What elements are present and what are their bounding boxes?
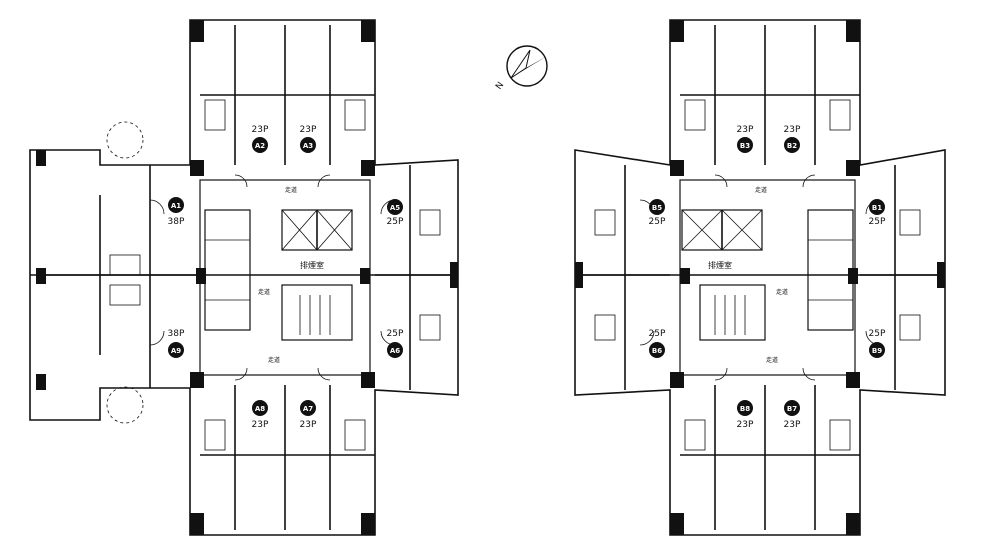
building-a-lobby-label: 排煙室: [300, 260, 324, 270]
unit-badge: [168, 197, 184, 213]
unit-id: A5: [390, 204, 400, 212]
unit-id: A3: [303, 142, 313, 150]
unit-a5: A5 25P: [387, 199, 404, 227]
unit-badge: [869, 199, 885, 215]
unit-b7: B8 23P: [737, 400, 754, 430]
unit-badge: [252, 137, 268, 153]
unit-badge: [869, 342, 885, 358]
unit-size: 25P: [649, 329, 666, 339]
unit-a9: 38P A9: [168, 329, 185, 358]
unit-a1: A1 38P: [168, 197, 185, 227]
unit-size: 23P: [252, 420, 269, 430]
unit-a7: A7 23P: [300, 400, 317, 430]
unit-badge: [252, 400, 268, 416]
building-a-columns: [36, 20, 458, 535]
unit-size: 25P: [869, 329, 886, 339]
unit-badge: [649, 199, 665, 215]
unit-b6: 25P B6: [649, 329, 666, 358]
unit-id: B1: [872, 204, 882, 212]
building-b-lobby-label: 排煙室: [708, 260, 732, 270]
unit-id: A1: [171, 202, 181, 210]
unit-size: 38P: [168, 217, 185, 227]
unit-a3: 23P A3: [300, 125, 317, 153]
building-a-unit-labels: 23P A2 23P A3 A1 38P A5 25P 38P A9: [168, 125, 404, 430]
unit-id: A8: [255, 405, 265, 413]
unit-size: 23P: [784, 125, 801, 135]
unit-size: 25P: [387, 329, 404, 339]
building-b-corridor-label-right: 走道: [776, 288, 788, 296]
unit-id: B7: [787, 405, 797, 413]
unit-id: B8: [740, 405, 750, 413]
unit-badge: [784, 400, 800, 416]
unit-a2: 23P A2: [252, 125, 269, 153]
unit-b8: B7 23P: [784, 400, 801, 430]
building-b-corridor-label-bottom: 走道: [766, 356, 778, 364]
unit-badge: [784, 137, 800, 153]
unit-id: A6: [390, 347, 400, 355]
unit-badge: [387, 342, 403, 358]
north-label: N: [494, 80, 506, 91]
building-a-corridor-label-bottom: 走道: [268, 356, 280, 364]
unit-id: B2: [787, 142, 797, 150]
unit-b1: B1 25P: [869, 199, 886, 227]
north-arrow-icon: N: [494, 45, 548, 92]
building-a-corridor-label-top: 走道: [285, 186, 297, 194]
unit-badge: [300, 400, 316, 416]
building-a-corridor-label-left: 走道: [258, 288, 270, 296]
unit-size: 23P: [300, 420, 317, 430]
unit-a8: A8 23P: [252, 400, 269, 430]
unit-id: A2: [255, 142, 265, 150]
unit-id: B3: [740, 142, 750, 150]
building-a-plan: [29, 19, 459, 536]
unit-badge: [737, 137, 753, 153]
unit-id: A7: [303, 405, 313, 413]
unit-size: 38P: [168, 329, 185, 339]
unit-badge: [387, 199, 403, 215]
unit-b5: B5 25P: [649, 199, 666, 227]
unit-size: 25P: [387, 217, 404, 227]
unit-size: 23P: [300, 125, 317, 135]
unit-b9: 25P B9: [869, 329, 886, 358]
unit-size: 23P: [252, 125, 269, 135]
unit-b3: 23P B3: [737, 125, 754, 153]
building-b-corridor-label-top: 走道: [755, 186, 767, 194]
unit-size: 25P: [869, 217, 886, 227]
unit-a6: 25P A6: [387, 329, 404, 358]
unit-badge: [300, 137, 316, 153]
unit-id: A9: [171, 347, 181, 355]
unit-size: 25P: [649, 217, 666, 227]
unit-badge: [649, 342, 665, 358]
unit-b2: 23P B2: [784, 125, 801, 153]
unit-id: B6: [652, 347, 662, 355]
unit-badge: [168, 342, 184, 358]
building-b-unit-labels: 23P B3 23P B2 B5 25P B1 25P 25P B6: [649, 125, 886, 430]
unit-size: 23P: [737, 420, 754, 430]
unit-id: B9: [872, 347, 882, 355]
unit-badge: [737, 400, 753, 416]
unit-size: 23P: [737, 125, 754, 135]
unit-size: 23P: [784, 420, 801, 430]
unit-id: B5: [652, 204, 662, 212]
building-b-columns: [575, 20, 945, 535]
building-b-plan: [574, 19, 946, 536]
